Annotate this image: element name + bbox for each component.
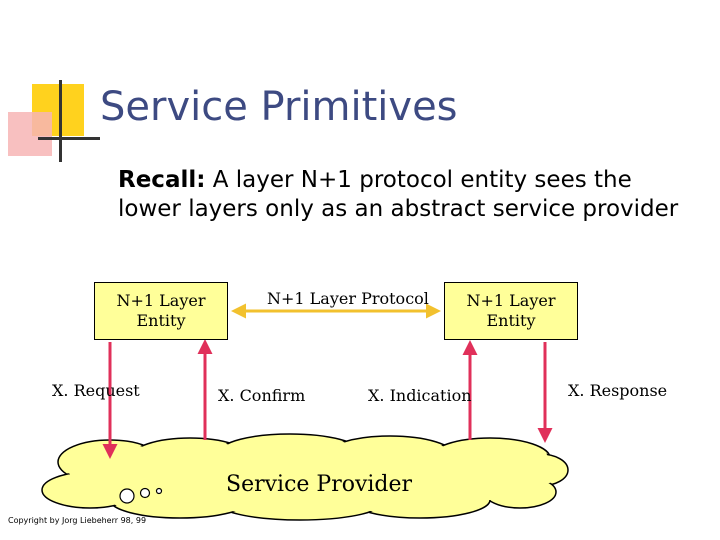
decorative-pink-square bbox=[8, 112, 52, 156]
recall-text: A layer N+1 protocol entity sees the low… bbox=[118, 167, 679, 222]
copyright-notice: Copyright by Jorg Liebeherr 98, 99 bbox=[8, 516, 147, 525]
decorative-vertical-line bbox=[59, 80, 62, 162]
left-entity-label: N+1 Layer Entity bbox=[116, 291, 206, 330]
protocol-label: N+1 Layer Protocol bbox=[267, 289, 429, 308]
response-label: X. Response bbox=[568, 381, 668, 400]
right-entity-label: N+1 Layer Entity bbox=[466, 291, 556, 330]
slide-title: Service Primitives bbox=[100, 84, 458, 130]
slide-body-text: Recall: A layer N+1 protocol entity sees… bbox=[118, 166, 698, 224]
confirm-label: X. Confirm bbox=[218, 386, 306, 405]
indication-label: X. Indication bbox=[368, 386, 472, 405]
request-label: X. Request bbox=[52, 381, 140, 400]
service-provider-cloud bbox=[41, 433, 569, 521]
decorative-horizontal-line bbox=[38, 137, 100, 140]
service-provider-label: Service Provider bbox=[226, 472, 413, 497]
left-entity-box: N+1 Layer Entity bbox=[94, 282, 228, 340]
recall-label: Recall: bbox=[118, 167, 206, 193]
right-entity-box: N+1 Layer Entity bbox=[444, 282, 578, 340]
cloud-bubbles bbox=[119, 487, 163, 504]
